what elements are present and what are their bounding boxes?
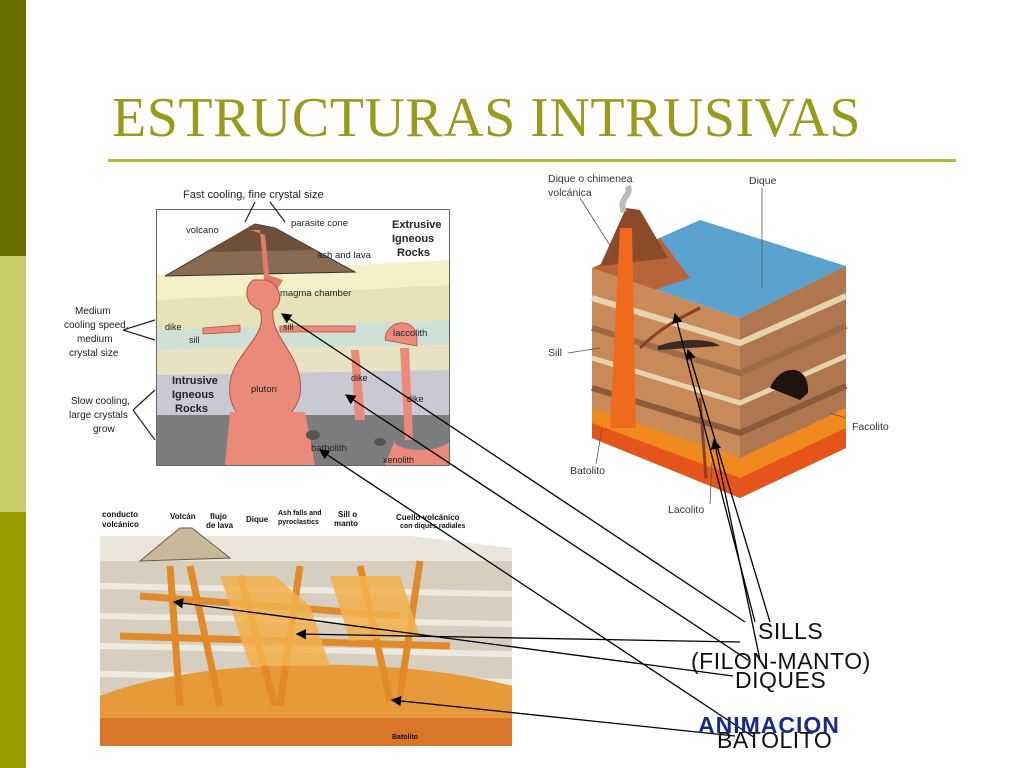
animacion-link[interactable]: ANIMACION (698, 712, 840, 738)
label-medium-4: crystal size (69, 348, 119, 359)
label-dike-mid: dike (351, 373, 368, 383)
label-intrusive-2: Igneous (172, 389, 214, 401)
label-cuello-2: con diques radiales (400, 523, 465, 530)
label-batolito-block: Batolito (570, 465, 605, 477)
label-xenolith: xenolith (383, 455, 414, 465)
igneous-rocks-diagram: Fast cooling, fine crystal size volcano … (64, 189, 450, 466)
label-dique: Dique (749, 175, 777, 187)
label-cuello-1: Cuello volcánico (396, 513, 460, 522)
label-ash-2: pyroclastics (278, 519, 319, 526)
label-flujo-1: flujo (210, 512, 227, 521)
label-medium-1: Medium (75, 306, 111, 317)
label-parasite-cone: parasite cone (291, 218, 348, 229)
label-slow-2: large crystals (69, 410, 128, 421)
label-conducto-1: conducto (102, 510, 138, 519)
label-sill-manto-2: manto (334, 519, 358, 528)
label-dike-left: dike (165, 322, 182, 332)
label-dike-right: dike (407, 394, 424, 404)
label-intrusive-3: Rocks (175, 403, 208, 415)
label-sill-right: sill (283, 322, 294, 332)
label-pluton: pluton (251, 384, 277, 395)
label-sills: SILLS (758, 618, 824, 644)
label-extrusive-1: Extrusive (392, 219, 442, 231)
label-dique-chimenea-2: volcánica (548, 187, 592, 199)
label-laccolith: laccolith (393, 328, 427, 339)
label-sill: Sill (548, 347, 562, 359)
label-conducto-2: volcánico (102, 520, 139, 529)
label-magma-chamber: magma chamber (280, 288, 351, 299)
label-sill-manto-1: Sill o (338, 510, 357, 519)
label-ash-lava: ash and lava (317, 250, 372, 261)
label-slow-3: grow (93, 424, 115, 435)
slide-title: ESTRUCTURAS INTRUSIVAS (112, 87, 861, 149)
label-intrusive-1: Intrusive (172, 375, 218, 387)
label-filon-manto: (FILON-MANTO) (691, 648, 871, 674)
label-medium-2: cooling speed, (64, 320, 129, 331)
label-batolito-small: Batolito (392, 734, 418, 741)
label-batolito: BATOLITO (717, 727, 833, 753)
label-volcano: volcano (186, 225, 219, 236)
label-ash-1: Ash falls and (278, 510, 322, 517)
label-facolito: Facolito (852, 421, 889, 433)
sidebar-stripe-bottom (0, 512, 26, 768)
label-sill-left: sill (189, 335, 200, 345)
label-extrusive-2: Igneous (392, 233, 434, 245)
sidebar-stripe-top (0, 0, 26, 256)
label-fast-cooling: Fast cooling, fine crystal size (183, 189, 324, 201)
title-divider (108, 159, 956, 162)
radial-dikes-diagram: conducto volcánico Volcán flujo de lava … (100, 510, 512, 746)
label-diques: DIQUES (735, 667, 827, 693)
label-extrusive-3: Rocks (397, 247, 430, 259)
label-medium-3: medium (77, 334, 113, 345)
label-dique-chimenea-1: Dique o chimenea (548, 173, 633, 185)
label-volcan: Volcán (170, 512, 196, 521)
label-lacolito: Lacolito (668, 504, 704, 516)
label-flujo-2: de lava (206, 521, 234, 530)
label-batholith: batholith (311, 443, 347, 454)
sidebar-stripe-middle (0, 256, 26, 512)
label-slow-1: Slow cooling, (71, 396, 130, 407)
label-dique: Dique (246, 515, 269, 524)
